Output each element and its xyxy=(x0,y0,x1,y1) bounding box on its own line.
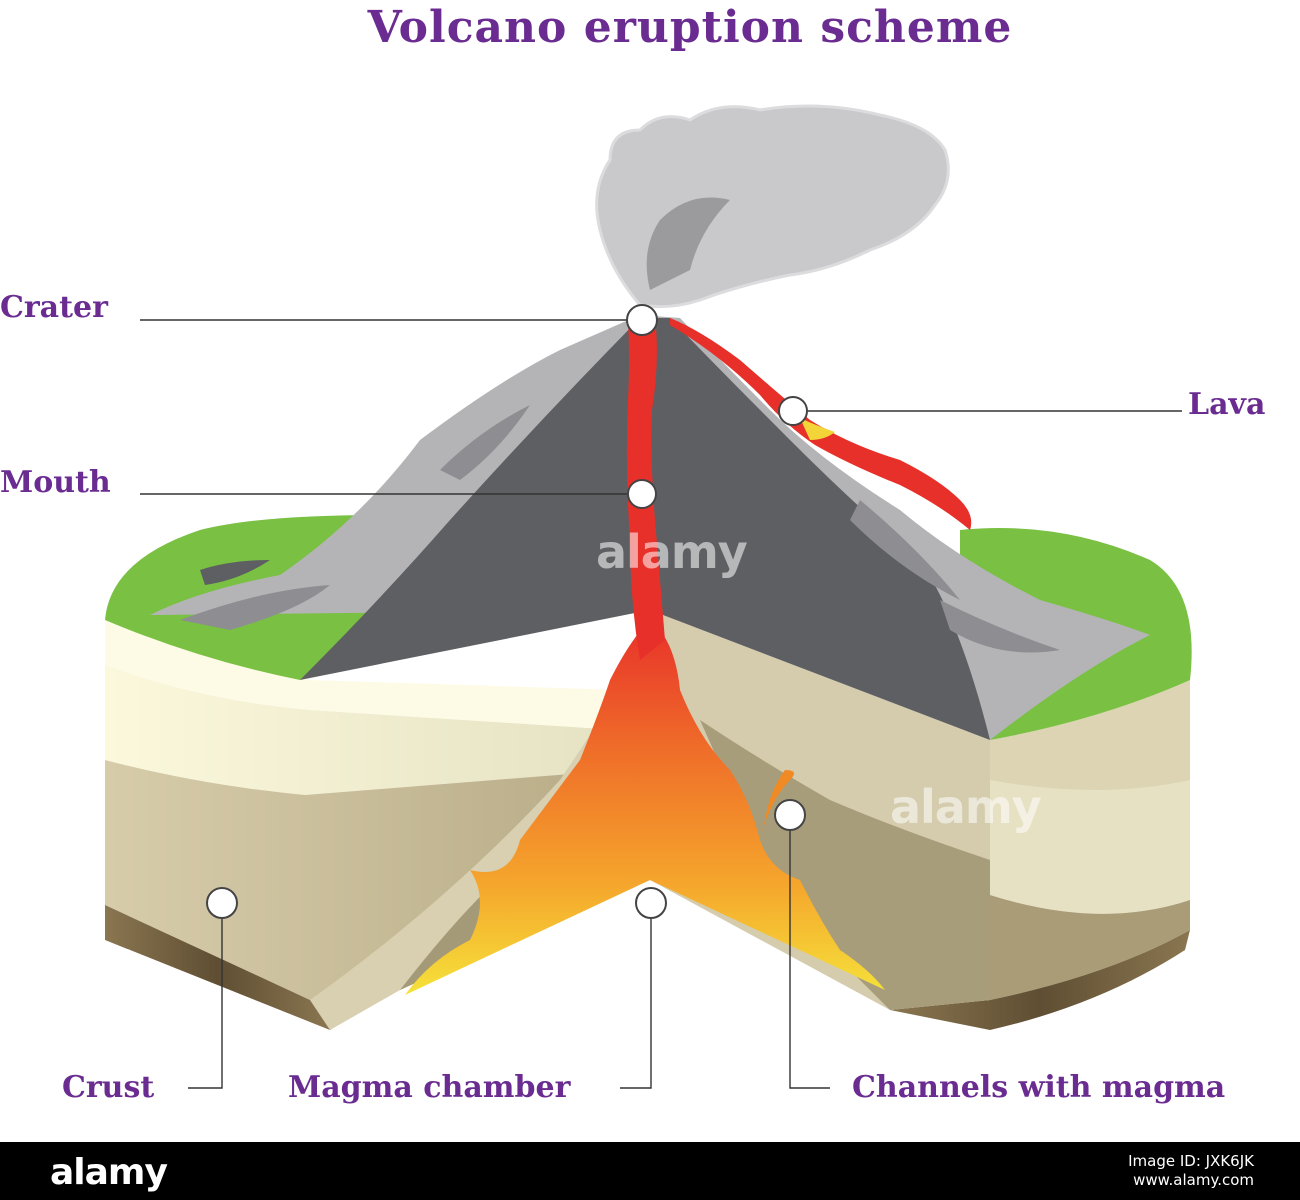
cone-ash-streak-4 xyxy=(940,600,1060,653)
volcano-cross-section xyxy=(105,104,1192,1089)
cone-ash-streak-5 xyxy=(200,560,270,585)
diagram-title: Volcano eruption scheme xyxy=(367,2,1013,53)
footer-site: www.alamy.com xyxy=(1133,1171,1254,1189)
stock-footer: alamy Image ID: JXK6JK www.alamy.com xyxy=(0,1142,1300,1200)
label-mouth: Mouth xyxy=(0,465,111,500)
label-lava: Lava xyxy=(1188,387,1266,422)
crust-mid-layer-left xyxy=(105,760,640,1000)
magma-finger-right xyxy=(760,770,794,840)
cone-ash-streak-2 xyxy=(440,405,530,480)
crust-marker xyxy=(206,887,238,919)
lava-flow xyxy=(670,318,972,530)
crust-leader-line xyxy=(188,903,223,1089)
lava-glow xyxy=(800,418,835,440)
crust-band-right xyxy=(990,680,1190,790)
crust-top-layer-left-upper xyxy=(105,620,620,730)
label-crater: Crater xyxy=(0,290,108,325)
watermark-right: alamy xyxy=(890,780,1042,834)
crust-base-layer-left xyxy=(105,905,330,1030)
footer-logo: alamy xyxy=(50,1152,168,1193)
crust-top-layer-left xyxy=(105,665,620,795)
footer-image-id: Image ID: JXK6JK xyxy=(1128,1152,1254,1170)
magma-chamber xyxy=(405,620,885,995)
label-crust: Crust xyxy=(62,1070,155,1105)
magma-chamber-marker xyxy=(635,887,667,919)
crater-marker xyxy=(626,304,658,336)
channels-marker xyxy=(774,799,806,831)
cone-ash-streak-3 xyxy=(850,500,960,600)
mouth-marker xyxy=(627,479,657,509)
lava-marker xyxy=(778,396,808,426)
crust-base-layer-right xyxy=(890,930,1190,1030)
cone-ash-streak-1 xyxy=(180,585,330,630)
magma-chamber-leader-line xyxy=(620,903,652,1089)
channels-leader-line xyxy=(789,815,830,1089)
ash-cloud-shading xyxy=(646,197,730,290)
watermark-center: alamy xyxy=(596,525,748,579)
label-channels-with-magma: Channels with magma xyxy=(852,1070,1226,1105)
footer-info: Image ID: JXK6JK www.alamy.com xyxy=(1128,1152,1254,1190)
markers xyxy=(206,304,808,919)
leader-lines xyxy=(140,319,1182,1089)
label-magma-chamber: Magma chamber xyxy=(288,1070,571,1105)
